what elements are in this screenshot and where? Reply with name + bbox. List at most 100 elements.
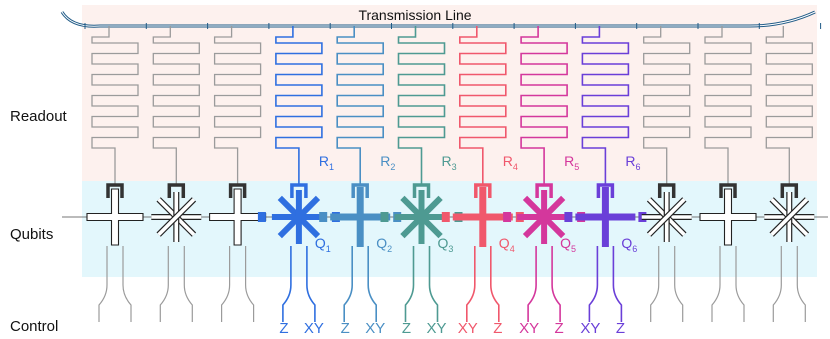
control-label-8: Z bbox=[493, 320, 502, 337]
readout-coupler-7 bbox=[474, 183, 492, 198]
control-line-xy-11 bbox=[735, 246, 745, 322]
control-label-6: XY bbox=[426, 320, 446, 337]
qubit-5-cross bbox=[330, 187, 391, 247]
qubit-6-arm-4 bbox=[400, 195, 443, 239]
readout-coupler-5 bbox=[351, 183, 369, 198]
qubit-subscript-5: 5 bbox=[571, 244, 576, 254]
control-label-5: Z bbox=[402, 320, 411, 337]
qubit-10-arm-fill-4 bbox=[647, 198, 686, 236]
readout-resonator-2 bbox=[152, 26, 200, 184]
resonator-subscript-3: 3 bbox=[452, 162, 457, 172]
control-line-z-11 bbox=[711, 246, 721, 322]
qubit-4-left-pad bbox=[257, 212, 266, 222]
qubit-cell-10 bbox=[641, 26, 692, 322]
qubit-cell-3 bbox=[209, 26, 267, 322]
readout-resonator-12 bbox=[765, 26, 813, 184]
qubit-8-arm-4 bbox=[522, 195, 566, 239]
qubit-12-arm-fill-4 bbox=[770, 198, 809, 236]
qubit-4-arm-4 bbox=[277, 195, 321, 239]
control-label-7: XY bbox=[458, 320, 478, 337]
control-label-1: Z bbox=[279, 320, 288, 337]
qubit-3-cross bbox=[209, 188, 267, 246]
transmission-line-title: Transmission Line bbox=[358, 7, 472, 23]
resonator-subscript-4: 4 bbox=[513, 162, 518, 172]
qubit-9-cross bbox=[575, 187, 636, 247]
readout-coupler-3 bbox=[228, 183, 247, 198]
readout-coupler-11 bbox=[719, 183, 737, 198]
qubit-cell-2 bbox=[151, 26, 202, 322]
control-line-z-3 bbox=[221, 246, 231, 322]
qubit-subscript-1: 1 bbox=[326, 244, 331, 254]
control-line-xy-12 bbox=[796, 246, 806, 322]
qubit-cell-11 bbox=[699, 26, 757, 322]
readout-coupler-6 bbox=[412, 183, 431, 198]
control-line-xy-1 bbox=[122, 246, 132, 322]
qubit-subscript-3: 3 bbox=[448, 244, 453, 254]
control-line-xy-4 bbox=[306, 246, 316, 322]
readout-resonator-8 bbox=[520, 26, 568, 184]
qubits-row-label: Qubits bbox=[10, 226, 54, 243]
control-line-z-12 bbox=[772, 246, 782, 322]
control-line-z-10 bbox=[650, 246, 660, 322]
qubit-subscript-6: 6 bbox=[632, 244, 637, 254]
readout-resonator-10 bbox=[643, 26, 691, 184]
qubit-8-left-pad bbox=[503, 212, 512, 222]
control-line-xy-8 bbox=[551, 246, 561, 322]
control-line-z-4 bbox=[282, 246, 292, 322]
readout-resonator-11 bbox=[704, 26, 752, 184]
readout-coupler-9 bbox=[596, 183, 615, 198]
qubit-7-left-pad bbox=[441, 212, 450, 222]
readout-row-label: Readout bbox=[10, 108, 67, 125]
qubit-cell-8 bbox=[503, 26, 586, 322]
readout-resonator-4 bbox=[275, 26, 323, 184]
readout-coupler-2 bbox=[167, 183, 186, 198]
qubit-subscript-2: 2 bbox=[387, 244, 392, 254]
qubit-cell-9 bbox=[564, 26, 647, 322]
control-line-xy-3 bbox=[245, 246, 255, 322]
resonator-subscript-6: 6 bbox=[636, 162, 641, 172]
qubit-cell-1 bbox=[86, 26, 144, 322]
control-label-2: XY bbox=[304, 320, 324, 337]
readout-coupler-12 bbox=[780, 183, 799, 198]
readout-resonator-6 bbox=[397, 26, 446, 184]
qubit-cell-7 bbox=[441, 26, 524, 322]
readout-resonator-9 bbox=[581, 26, 630, 184]
qubit-11-cross bbox=[699, 188, 757, 246]
transmission-line-inner bbox=[61, 11, 816, 27]
qubit-9-left-pad bbox=[564, 212, 573, 222]
control-line-xy-6 bbox=[428, 246, 439, 322]
readout-coupler-10 bbox=[657, 183, 676, 198]
control-line-xy-10 bbox=[674, 246, 684, 322]
control-line-xy-7 bbox=[490, 246, 500, 322]
qubit-1-cross bbox=[86, 188, 144, 246]
qubit-region bbox=[82, 181, 817, 277]
qubit-cell-4 bbox=[257, 26, 340, 322]
control-label-12: Z bbox=[616, 320, 625, 337]
qubit-6-left-pad bbox=[380, 212, 389, 222]
qubit-5-left-pad bbox=[319, 212, 328, 222]
readout-coupler-8 bbox=[535, 183, 553, 198]
control-line-z-8 bbox=[527, 246, 537, 322]
readout-resonator-5 bbox=[336, 26, 384, 184]
readout-coupler-1 bbox=[106, 183, 124, 198]
readout-coupler-4 bbox=[290, 183, 308, 198]
resonator-subscript-5: 5 bbox=[574, 162, 579, 172]
control-label-9: XY bbox=[519, 320, 539, 337]
control-line-xy-2 bbox=[183, 246, 193, 322]
control-line-z-1 bbox=[98, 246, 108, 322]
readout-region bbox=[82, 5, 817, 181]
control-line-z-2 bbox=[159, 246, 169, 322]
control-line-z-6 bbox=[404, 246, 415, 322]
resonator-subscript-2: 2 bbox=[390, 162, 395, 172]
control-line-z-7 bbox=[466, 246, 476, 322]
control-label-4: XY bbox=[365, 320, 385, 337]
qubit-2-arm-fill-4 bbox=[157, 198, 196, 236]
readout-resonator-3 bbox=[213, 26, 262, 184]
control-line-xy-9 bbox=[612, 246, 623, 322]
qubit-7-cross bbox=[452, 187, 513, 247]
control-line-z-5 bbox=[343, 246, 353, 322]
readout-resonator-1 bbox=[91, 26, 139, 184]
control-line-xy-5 bbox=[367, 246, 377, 322]
control-label-10: Z bbox=[555, 320, 564, 337]
